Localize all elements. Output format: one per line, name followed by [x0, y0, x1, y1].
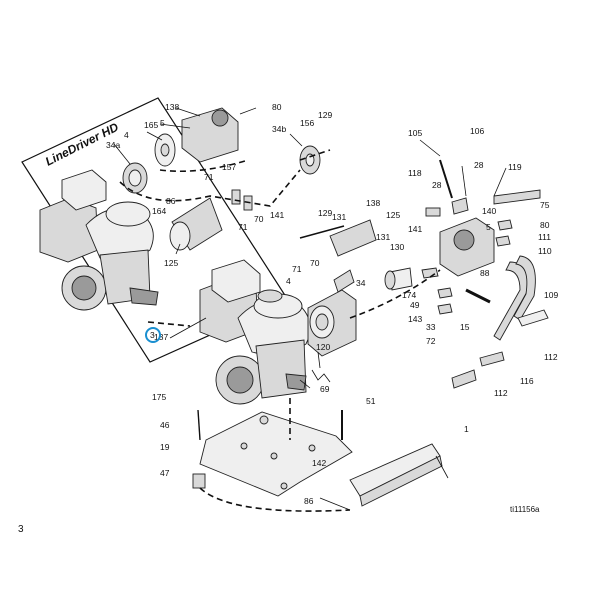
leader-lines [113, 107, 507, 511]
pump-assembly [299, 149, 549, 389]
callout-138: 138 [366, 198, 380, 208]
callout-86: 86 [304, 496, 314, 506]
callout-109: 109 [544, 290, 558, 300]
callout-71: 71 [238, 222, 248, 232]
callout-47: 47 [160, 468, 170, 478]
callout-112: 112 [544, 352, 558, 362]
callout-34a: 34a [106, 140, 120, 150]
callout-131: 131 [332, 212, 346, 222]
callout-118: 118 [408, 168, 422, 178]
callout-88: 88 [480, 268, 490, 278]
callout-125: 125 [386, 210, 400, 220]
callout-131: 131 [376, 232, 390, 242]
callout-15: 15 [460, 322, 470, 332]
callout-19: 19 [160, 442, 170, 452]
callout-labels: 138 80 5 165 4 34b 156 129 34a 157 71 86… [106, 102, 558, 506]
callout-125: 125 [164, 258, 178, 268]
callout-174: 174 [402, 290, 416, 300]
callout-129: 129 [318, 110, 332, 120]
callout-119: 119 [508, 162, 522, 172]
callout-112: 112 [494, 388, 508, 398]
callout-5: 5 [160, 118, 165, 128]
inset-engine [39, 169, 159, 311]
callout-165: 165 [144, 120, 158, 130]
highlight-callout-3[interactable]: 3 [145, 327, 161, 343]
callout-129: 129 [318, 208, 332, 218]
base-plate [147, 321, 443, 512]
callout-34: 34 [356, 278, 366, 288]
callout-120: 120 [316, 342, 330, 352]
callout-156: 156 [300, 118, 314, 128]
callout-69: 69 [320, 384, 330, 394]
callout-75: 75 [540, 200, 550, 210]
callout-28: 28 [432, 180, 442, 190]
callout-80: 80 [540, 220, 550, 230]
callout-110: 110 [538, 246, 552, 256]
callout-49: 49 [410, 300, 420, 310]
callout-142: 142 [312, 458, 326, 468]
callout-28: 28 [474, 160, 484, 170]
callout-164: 164 [152, 206, 166, 216]
callout-33: 33 [426, 322, 436, 332]
callout-106: 106 [470, 126, 484, 136]
main-engine [199, 259, 311, 405]
callout-137: 137 [154, 332, 168, 342]
figure-reference: ti11156a [510, 505, 540, 514]
inset-clutch-assembly [119, 107, 321, 251]
callout-105: 105 [408, 128, 422, 138]
callout-80: 80 [272, 102, 282, 112]
callout-141: 141 [270, 210, 284, 220]
callout-34b: 34b [272, 124, 286, 134]
callout-1: 1 [464, 424, 469, 434]
page-number: 3 [18, 524, 24, 535]
callout-130: 130 [390, 242, 404, 252]
callout-138: 138 [165, 102, 179, 112]
callout-5: 5 [486, 222, 491, 232]
callout-143: 143 [408, 314, 422, 324]
callout-46: 46 [160, 420, 170, 430]
callout-175: 175 [152, 392, 166, 402]
callout-72: 72 [426, 336, 436, 346]
callout-157: 157 [222, 162, 236, 172]
callout-70: 70 [310, 258, 320, 268]
highlight-callout-text: 3 [150, 330, 155, 340]
callout-140: 140 [482, 206, 496, 216]
callout-71: 71 [292, 264, 302, 274]
callout-116: 116 [520, 376, 534, 386]
callout-4: 4 [124, 130, 129, 140]
callout-51: 51 [366, 396, 376, 406]
callout-70: 70 [254, 214, 264, 224]
callout-4: 4 [286, 276, 291, 286]
callout-111: 111 [538, 232, 551, 242]
callout-71: 71 [204, 172, 214, 182]
callout-141: 141 [408, 224, 422, 234]
drive-housing [299, 219, 413, 383]
callout-86: 86 [166, 196, 176, 206]
